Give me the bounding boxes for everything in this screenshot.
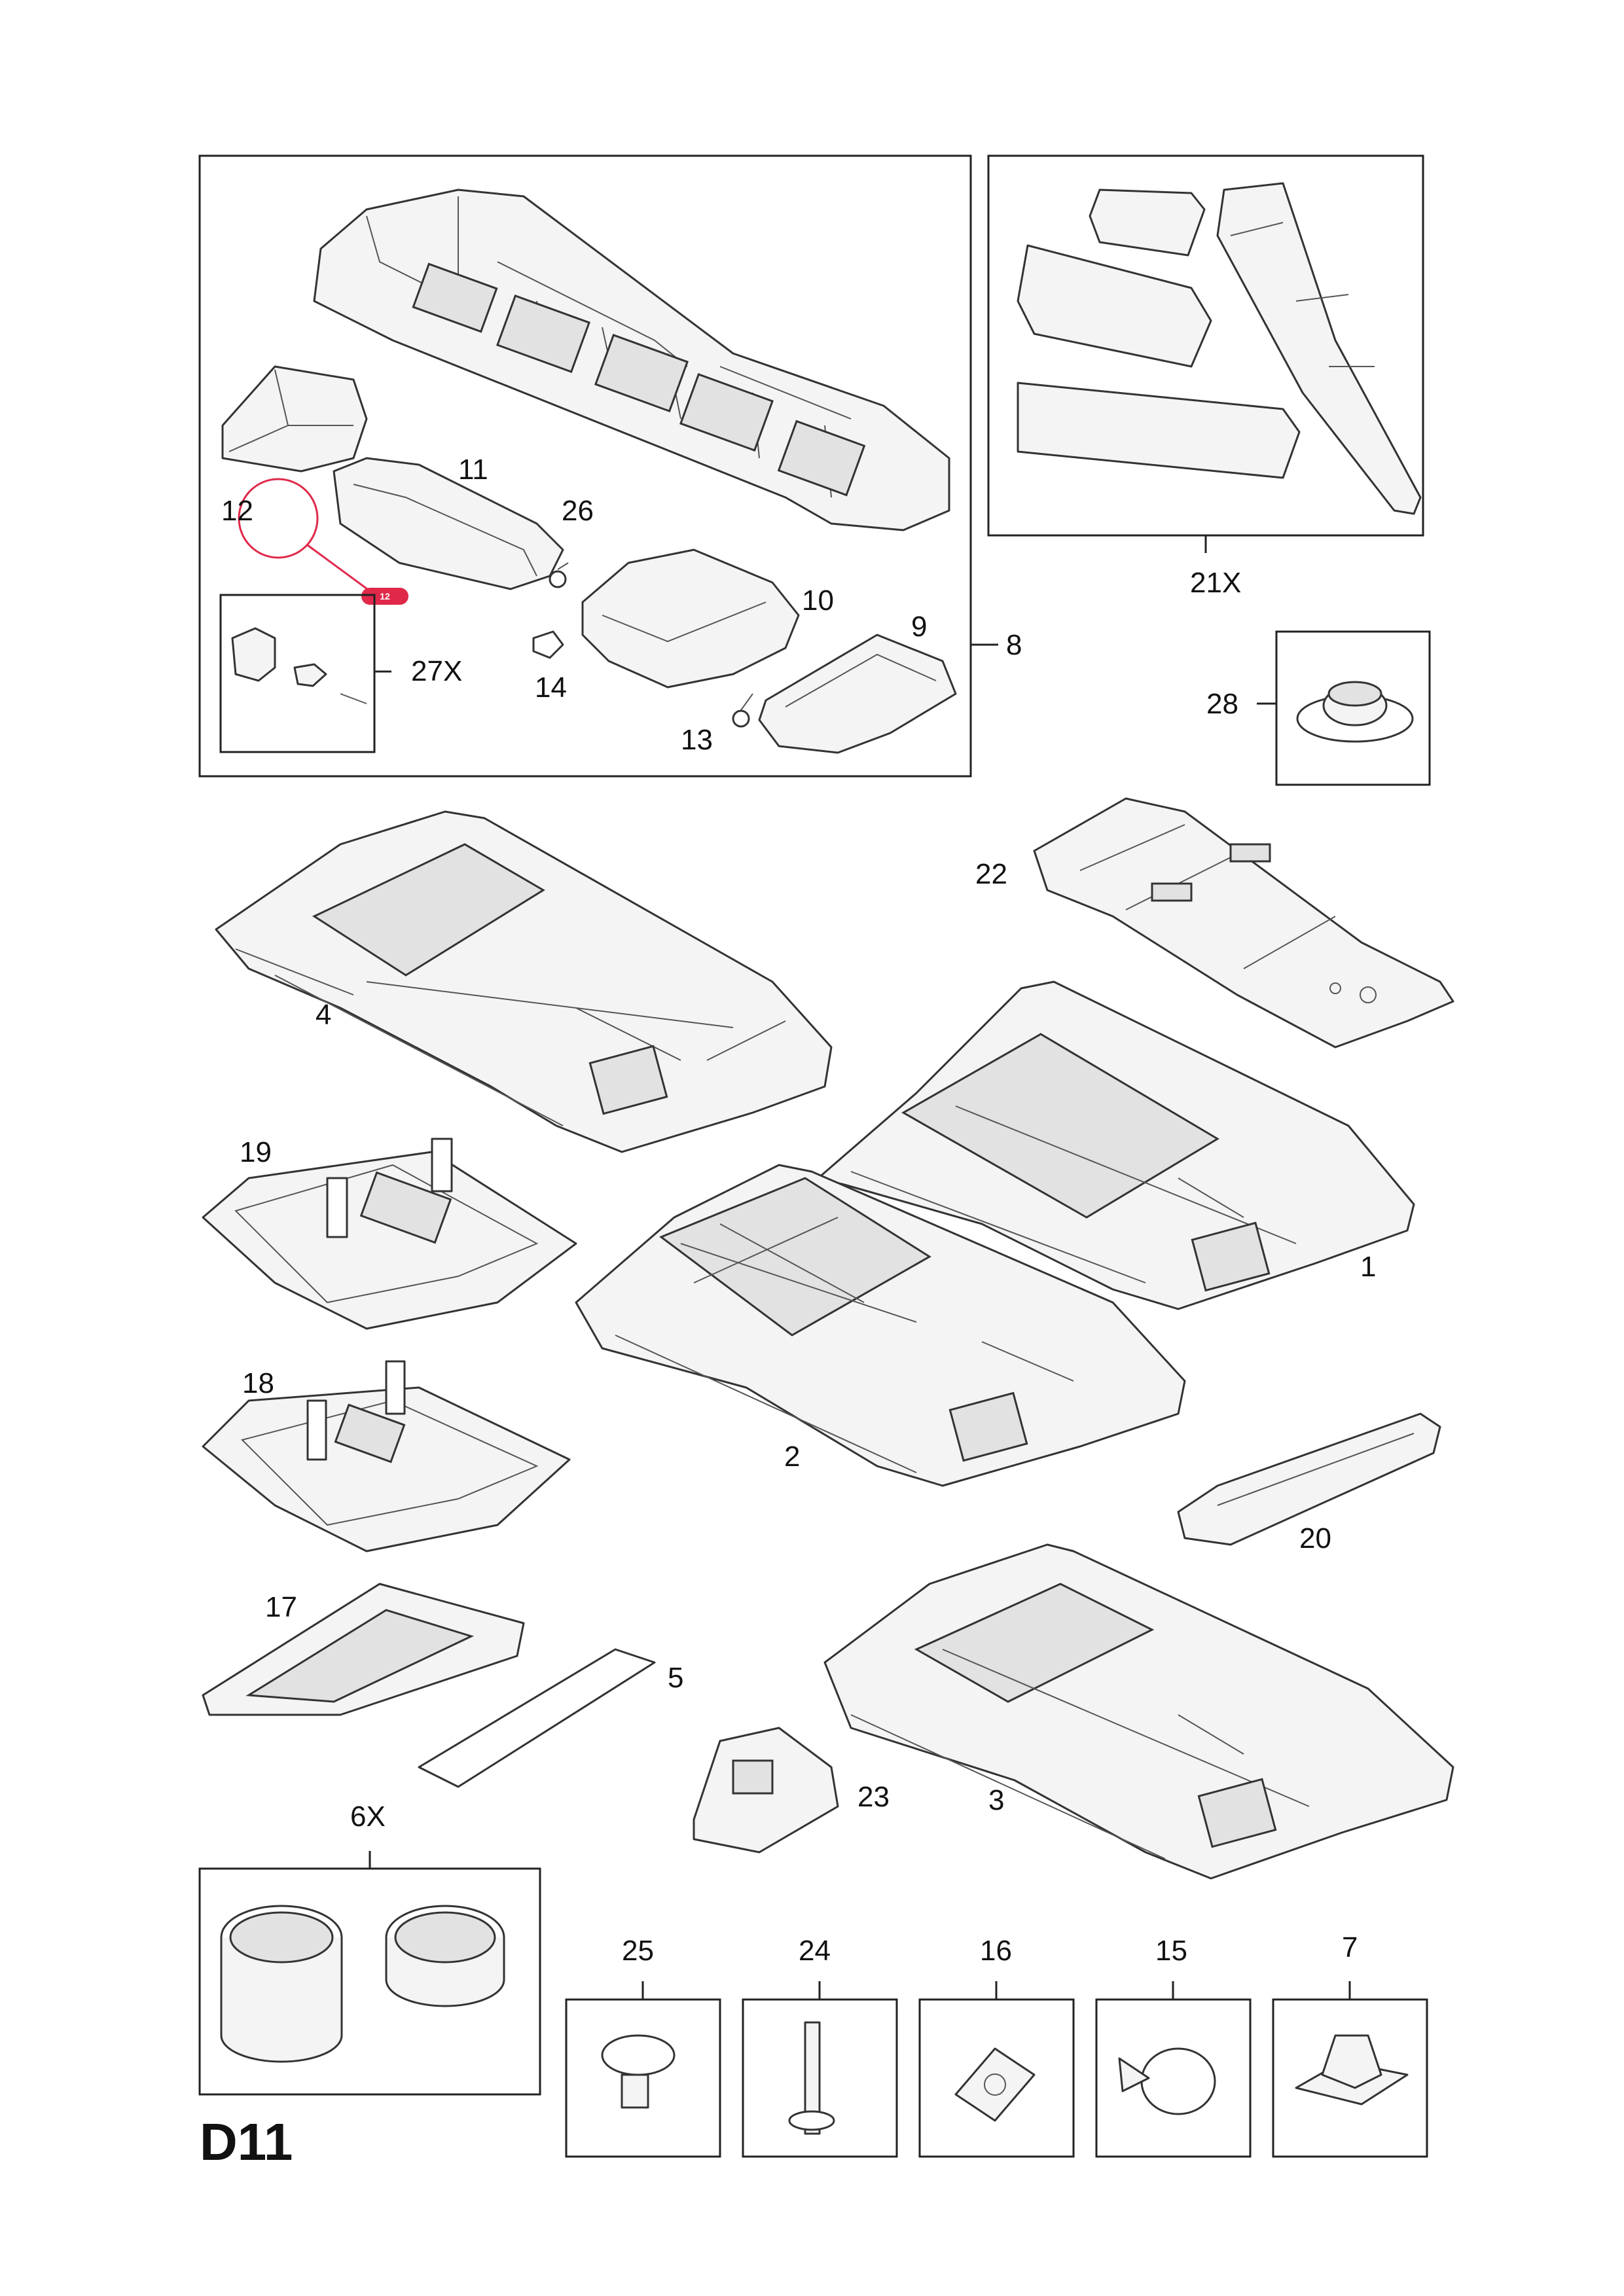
label-13: 13 (681, 724, 713, 756)
label-15: 15 (1155, 1935, 1187, 1967)
springs-and-latches (532, 562, 753, 728)
headliner-1 (817, 980, 1415, 1310)
label-16: 16 (980, 1935, 1012, 1967)
part-12-bin (221, 365, 368, 473)
light-housing-19 (202, 1138, 577, 1330)
fastener-25-frame (565, 1981, 721, 2158)
headliner-4 (215, 810, 833, 1153)
label-9: 9 (911, 611, 927, 643)
label-14: 14 (535, 672, 567, 704)
label-25: 25 (622, 1935, 654, 1967)
label-23: 23 (857, 1781, 890, 1813)
label-27x: 27X (411, 655, 462, 687)
headliner-panel-22 (1033, 797, 1454, 1049)
label-19: 19 (240, 1136, 272, 1168)
fastener-16-frame (918, 1981, 1075, 2158)
console-assembly-frame (198, 154, 998, 778)
fastener-15-frame (1095, 1981, 1252, 2158)
part-28-frame (1257, 630, 1431, 786)
detail-badge-text: 12 (380, 591, 390, 601)
label-11: 11 (458, 454, 488, 486)
part-6x-frame (198, 1851, 541, 2096)
headliner-2 (575, 1164, 1186, 1487)
detail-badge (361, 588, 408, 605)
label-28: 28 (1206, 688, 1238, 720)
label-10: 10 (802, 584, 834, 617)
label-18: 18 (242, 1367, 274, 1399)
fastener-7-frame (1272, 1981, 1428, 2158)
bracket-part-23 (693, 1727, 839, 1854)
label-26: 26 (562, 495, 594, 527)
part-labels: 11 12 26 10 9 8 27X 14 13 21X 28 22 4 1 … (221, 454, 1376, 1967)
frame-part-17 (202, 1583, 525, 1716)
label-22: 22 (975, 858, 1007, 890)
label-4: 4 (316, 999, 331, 1031)
label-3: 3 (988, 1784, 1004, 1816)
label-6x: 6X (350, 1801, 386, 1833)
detail-callout-12: 12 (238, 478, 408, 605)
part-21x-frame (987, 154, 1424, 553)
headliner-3 (823, 1543, 1454, 1880)
overhead-console-part (313, 188, 950, 531)
label-2: 2 (784, 1441, 800, 1473)
label-1: 1 (1360, 1251, 1376, 1283)
light-housing-18 (202, 1360, 571, 1552)
pad-part-5 (418, 1648, 656, 1788)
label-17: 17 (265, 1591, 297, 1623)
part-9-tray (758, 634, 957, 754)
label-8: 8 (1006, 629, 1022, 661)
part-27x-frame (219, 594, 391, 753)
trim-strip-20 (1177, 1412, 1441, 1546)
label-24: 24 (799, 1935, 831, 1967)
label-21x: 21X (1190, 567, 1241, 599)
diagram-code: D11 (200, 2113, 293, 2171)
part-11-tray (333, 457, 564, 590)
fastener-24-frame (742, 1981, 898, 2158)
part-10-tray (581, 548, 800, 689)
label-20: 20 (1299, 1522, 1331, 1554)
label-12: 12 (221, 495, 253, 527)
label-5: 5 (668, 1662, 683, 1694)
label-7: 7 (1342, 1931, 1358, 1964)
